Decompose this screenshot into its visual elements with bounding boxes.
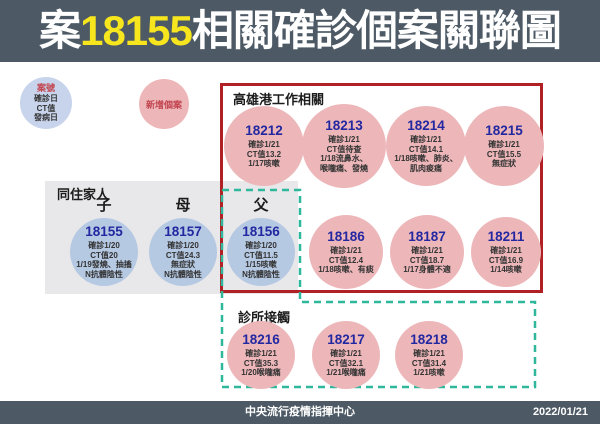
- case-line: 1/18流鼻水、: [320, 154, 368, 164]
- header-bar: 案18155相關確診個案關聯圖: [0, 0, 600, 62]
- case-circle-18216: 18216 確診1/21 CT值35.3 1/20喉嚨痛: [227, 321, 295, 389]
- case-id: 18216: [242, 331, 280, 347]
- case-line: 1/18咳嗽、有痰: [318, 265, 374, 275]
- role-label-mother: 母: [175, 197, 191, 214]
- case-line: CT值32.1: [328, 358, 364, 368]
- case-line: 1/15咳嗽: [245, 260, 277, 270]
- case-line: 確診1/20: [167, 240, 199, 250]
- footer-date: 2022/01/21: [532, 406, 588, 418]
- case-line: 1/20喉嚨痛: [241, 368, 281, 378]
- case-line: CT值待查: [326, 144, 362, 154]
- case-line: CT值11.5: [244, 250, 278, 260]
- case-line: 確診1/21: [413, 348, 445, 358]
- case-line: 確診1/21: [330, 348, 362, 358]
- case-line: CT值31.4: [411, 358, 447, 368]
- case-id: 18186: [327, 228, 365, 244]
- footer-organization: 中央流行疫情指揮中心: [245, 406, 355, 418]
- case-id: 18218: [410, 331, 448, 347]
- case-line: 無症狀: [171, 260, 195, 270]
- case-line: 確診1/21: [411, 245, 443, 255]
- case-id: 18156: [242, 224, 280, 240]
- role-label-son: 子: [96, 197, 112, 214]
- legend-new-case-label: 新增個案: [145, 99, 182, 110]
- case-id: 18157: [164, 224, 202, 240]
- case-circle-18217: 18217 確診1/21 CT值32.1 1/21喉嚨痛: [312, 321, 380, 389]
- case-circle-18214: 18214 確診1/21 CT值14.1 1/18咳嗽、肺炎、 肌肉痠痛: [386, 106, 466, 186]
- title-case-number: 18155: [80, 7, 193, 54]
- case-id: 18214: [407, 118, 445, 134]
- case-id: 18215: [485, 122, 523, 138]
- case-circle-18218: 18218 確診1/21 CT值31.4 1/21咳嗽: [395, 321, 463, 389]
- case-line: 肌肉痠痛: [410, 164, 442, 174]
- title-prefix: 案: [39, 7, 81, 54]
- case-line: 確診1/20: [88, 240, 120, 250]
- case-line: 確診1/21: [248, 139, 280, 149]
- case-line: 確診1/20: [245, 240, 277, 250]
- case-line: N抗體陰性: [242, 270, 280, 280]
- case-line: CT值16.9: [488, 255, 524, 265]
- case-line: CT值35.3: [243, 358, 279, 368]
- case-id: 18187: [408, 228, 446, 244]
- case-id: 18155: [85, 224, 123, 240]
- case-circle-18213: 18213 確診1/21 CT值待查 1/18流鼻水、 喉嚨痛、發燒: [302, 104, 386, 188]
- case-line: CT值20: [90, 250, 118, 260]
- case-line: 確診1/21: [490, 245, 522, 255]
- case-id: 18212: [245, 122, 283, 138]
- case-line: N抗體陰性: [164, 270, 202, 280]
- case-line: CT值18.7: [409, 255, 445, 265]
- case-line: CT值13.2: [246, 149, 282, 159]
- legend-ct-value-label: CT值: [36, 103, 56, 113]
- title-suffix: 相關確診個案關聯圖: [191, 7, 562, 54]
- case-line: CT值12.4: [328, 255, 364, 265]
- case-line: 1/18咳嗽、肺炎、: [394, 154, 458, 164]
- case-line: CT值24.3: [165, 250, 201, 260]
- case-line: 1/17身體不適: [403, 265, 451, 275]
- case-id: 18217: [327, 331, 365, 347]
- legend-confirm-date-label: 確診日: [34, 94, 58, 103]
- case-id: 18213: [325, 118, 363, 134]
- case-line: CT值15.5: [486, 149, 522, 159]
- household-group-label: 同住家人: [57, 187, 110, 202]
- footer-bar: 中央流行疫情指揮中心 2022/01/21: [0, 401, 600, 424]
- case-line: 1/19發燒、抽搐: [76, 260, 132, 270]
- case-line: 確診1/21: [488, 139, 520, 149]
- legend-case-number-label: 案號: [36, 83, 55, 94]
- case-circle-18187: 18187 確診1/21 CT值18.7 1/17身體不適: [390, 215, 464, 289]
- legend-key-circle: 案號 確診日 CT值 發病日: [20, 77, 72, 129]
- case-id: 18211: [487, 228, 525, 244]
- case-circle-18186: 18186 確診1/21 CT值12.4 1/18咳嗽、有痰: [309, 215, 383, 289]
- case-line: 確診1/21: [328, 134, 360, 144]
- case-line: 1/17咳嗽: [248, 159, 280, 169]
- legend-onset-date-label: 發病日: [34, 113, 58, 123]
- case-circle-18157: 18157 確診1/20 CT值24.3 無症狀 N抗體陰性: [149, 218, 217, 286]
- case-line: N抗體陰性: [85, 270, 123, 280]
- case-circle-18155: 18155 確診1/20 CT值20 1/19發燒、抽搐 N抗體陰性: [70, 218, 138, 286]
- case-line: 喉嚨痛、發燒: [320, 164, 368, 174]
- case-line: 1/14咳嗽: [490, 265, 522, 275]
- legend-new-case-circle: 新增個案: [139, 79, 189, 129]
- case-line: 1/21咳嗽: [413, 368, 445, 378]
- case-line: 確診1/21: [410, 134, 442, 144]
- case-circle-18212: 18212 確診1/21 CT值13.2 1/17咳嗽: [224, 106, 304, 186]
- page-title: 案18155相關確診個案關聯圖: [0, 0, 600, 62]
- case-line: 確診1/21: [245, 348, 277, 358]
- case-line: 無症狀: [492, 159, 516, 169]
- case-circle-18211: 18211 確診1/21 CT值16.9 1/14咳嗽: [471, 217, 541, 287]
- case-circle-18156: 18156 確診1/20 CT值11.5 1/15咳嗽 N抗體陰性: [227, 218, 295, 286]
- case-line: 1/21喉嚨痛: [326, 368, 366, 378]
- case-circle-18215: 18215 確診1/21 CT值15.5 無症狀: [464, 106, 544, 186]
- port-group-label: 高雄港工作相關: [233, 92, 325, 107]
- case-line: 確診1/21: [330, 245, 362, 255]
- case-line: CT值14.1: [408, 144, 444, 154]
